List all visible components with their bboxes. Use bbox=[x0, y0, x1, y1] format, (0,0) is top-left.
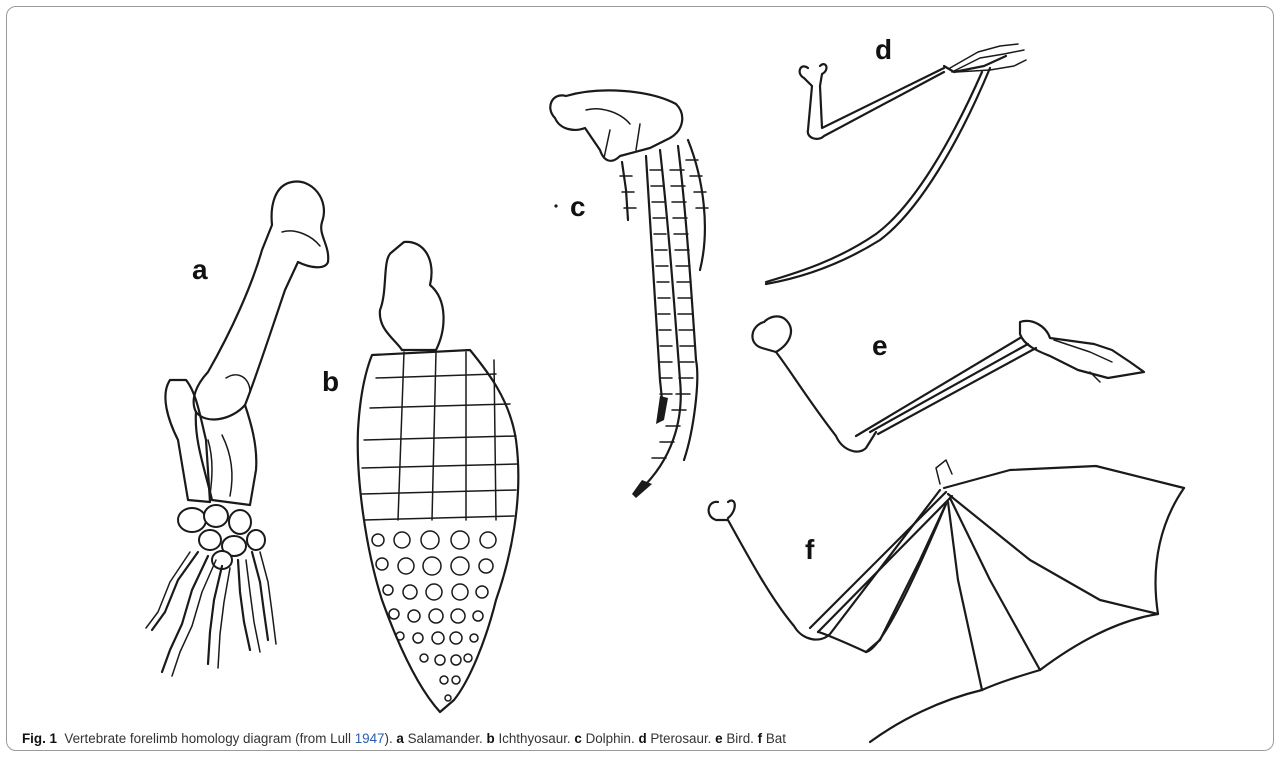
ichthyosaur-paddle-drawing bbox=[358, 242, 519, 712]
caption-part-letter: b bbox=[487, 731, 495, 746]
figure-number: Fig. 1 bbox=[22, 731, 57, 746]
caption-part-name: Bird. bbox=[726, 731, 754, 746]
caption-text: Vertebrate forelimb homology diagram (fr… bbox=[64, 731, 354, 746]
caption-part-letter: a bbox=[396, 731, 403, 746]
caption-part-letter: d bbox=[638, 731, 646, 746]
panel-label-f: f bbox=[805, 534, 815, 565]
caption-part-letter: f bbox=[758, 731, 762, 746]
dolphin-flipper-drawing bbox=[550, 90, 708, 498]
caption-part-name: Pterosaur. bbox=[650, 731, 711, 746]
caption-part-name: Ichthyosaur. bbox=[498, 731, 570, 746]
panel-label-d: d bbox=[875, 34, 892, 65]
pterosaur-wing-drawing bbox=[766, 44, 1026, 284]
panel-label-b: b bbox=[322, 366, 339, 397]
caption-part-letter: e bbox=[715, 731, 722, 746]
caption-part-name: Salamander. bbox=[408, 731, 483, 746]
panel-label-c: c bbox=[570, 191, 586, 222]
bat-wing-drawing bbox=[709, 460, 1184, 742]
caption-part-name: Bat bbox=[766, 731, 786, 746]
caption-text-end: ). bbox=[384, 731, 392, 746]
caption-part-name: Dolphin. bbox=[586, 731, 635, 746]
bird-wing-drawing bbox=[752, 316, 1144, 451]
reference-link[interactable]: 1947 bbox=[355, 731, 385, 746]
caption-part-letter: c bbox=[574, 731, 581, 746]
figure-caption: Fig. 1 Vertebrate forelimb homology diag… bbox=[22, 731, 1262, 746]
panel-label-a: a bbox=[192, 254, 208, 285]
salamander-forelimb-drawing bbox=[146, 182, 328, 676]
panel-label-e: e bbox=[872, 330, 888, 361]
